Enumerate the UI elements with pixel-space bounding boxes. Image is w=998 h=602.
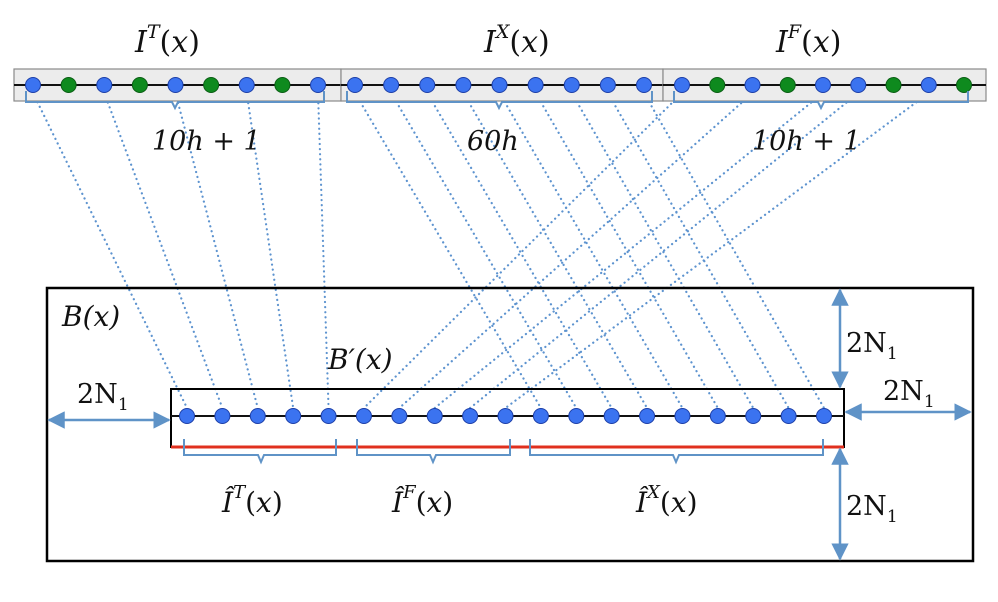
green-dot: [203, 77, 220, 93]
green-dot: [956, 77, 972, 93]
blue-dot: [167, 77, 184, 93]
blue-dot: [179, 408, 195, 424]
blue-dot: [527, 77, 544, 93]
green-dot: [60, 77, 77, 93]
arrow-top-label: 2N1: [846, 328, 898, 364]
blue-dot: [850, 77, 867, 93]
blue-dot: [599, 77, 616, 93]
blue-dot: [419, 77, 436, 93]
outer-box-bx: [45, 286, 975, 563]
blue-dot: [744, 77, 761, 93]
green-dot: [709, 77, 726, 93]
strip-it-label: IT(x): [134, 21, 200, 60]
connector-line: [606, 91, 790, 410]
connector-line: [426, 91, 613, 410]
strip-if: IF(x) 10h + 1: [662, 21, 987, 157]
blue-dot: [603, 408, 620, 424]
blue-dot: [920, 77, 937, 93]
arrow-bottom-label: 2N1: [846, 491, 898, 527]
connector-line: [362, 91, 684, 410]
connector-line: [498, 91, 684, 410]
blue-dot: [780, 408, 797, 424]
connector-line: [534, 91, 719, 410]
blue-dot: [25, 77, 41, 93]
connector-line: [103, 91, 224, 410]
blue-dot: [310, 77, 326, 93]
connector-line: [462, 91, 649, 410]
segment-if-hat-label: ÎF(x): [391, 482, 453, 519]
connector-lines: [31, 91, 930, 410]
blue-dot: [455, 77, 472, 93]
strip-ix: IX(x) 60h: [340, 21, 664, 157]
strip-it-brace: [25, 91, 325, 111]
segment-it-hat-label: ÎT(x): [221, 482, 283, 519]
blue-dot: [383, 77, 400, 93]
connector-line: [353, 91, 542, 410]
connector-line: [570, 91, 755, 410]
blue-dot: [532, 408, 549, 424]
blue-dot: [674, 77, 690, 93]
blue-dot: [355, 408, 372, 424]
blue-dot: [636, 77, 652, 93]
green-dot: [274, 77, 291, 93]
strip-if-dots: [674, 77, 972, 93]
strip-it: IT(x) 10h + 1: [13, 21, 342, 157]
connector-line: [642, 91, 826, 410]
connector-line: [245, 91, 295, 410]
connector-line: [316, 91, 330, 410]
strip-if-label: IF(x): [775, 21, 841, 60]
connector-line: [390, 91, 578, 410]
blue-dot: [674, 408, 691, 424]
connector-line: [504, 91, 930, 410]
outer-box-label: B(x): [61, 300, 120, 333]
blue-dot: [391, 408, 408, 424]
strip-ix-label: IX(x): [483, 21, 550, 60]
inner-dots: [179, 408, 832, 424]
strip-it-brace-label: 10h + 1: [152, 126, 261, 157]
segment-ix-hat-label: ÎX(x): [635, 482, 698, 519]
blue-dot: [563, 77, 580, 93]
blue-dot: [426, 408, 443, 424]
connector-line: [469, 91, 860, 410]
blue-dot: [285, 408, 302, 424]
brace-ix-hat: [529, 439, 824, 465]
blue-dot: [816, 408, 832, 424]
strip-ix-brace-label: 60h: [467, 126, 519, 157]
blue-dot: [568, 408, 585, 424]
strip-ix-brace: [346, 91, 653, 111]
blue-dot: [815, 77, 831, 93]
arrow-left-label: 2N1: [77, 379, 129, 415]
green-dot: [131, 77, 148, 93]
top-strips: IT(x) 10h + 1 IX(x) 60h IF(x) 10h + 1: [13, 21, 987, 157]
green-dot: [885, 77, 902, 93]
blue-dot: [238, 77, 255, 93]
connector-line: [433, 91, 825, 410]
bottom-section: B(x) B′(x) ÎT(x) ÎF(x) ÎX(x) 2N1 2N1 2N1…: [45, 286, 975, 563]
blue-dot: [497, 408, 514, 424]
blue-dot: [462, 408, 479, 424]
blue-dot: [639, 408, 656, 424]
blue-dot: [320, 408, 337, 424]
strip-it-dots: [25, 77, 326, 93]
blue-dot: [347, 77, 363, 93]
blue-dot: [249, 408, 266, 424]
blue-dot: [745, 408, 762, 424]
blue-dot: [709, 408, 726, 424]
blue-dot: [214, 408, 231, 424]
arrow-right-label: 2N1: [883, 376, 935, 412]
connector-line: [174, 91, 259, 410]
brace-it-hat: [183, 439, 337, 465]
connector-line: [398, 91, 754, 410]
strip-if-brace-label: 10h + 1: [752, 126, 861, 157]
strip-ix-dots: [347, 77, 652, 93]
blue-dot: [491, 77, 508, 93]
green-dot: [779, 77, 796, 93]
strip-if-brace: [673, 91, 969, 111]
blue-dot: [96, 77, 113, 93]
brace-if-hat: [356, 439, 511, 465]
inner-box-label: B′(x): [327, 343, 393, 376]
